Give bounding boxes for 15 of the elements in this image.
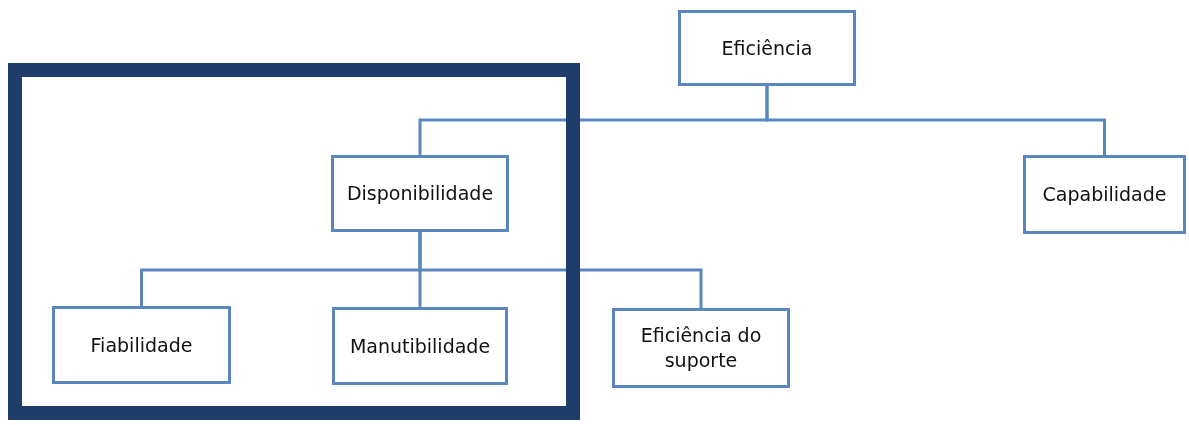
box-label: Disponibilidade (345, 181, 495, 207)
process-box (331, 155, 509, 232)
box-label: Manutibilidade (348, 333, 492, 359)
process-box (52, 306, 231, 384)
connector-line (765, 86, 1106, 155)
connector-line (418, 232, 703, 308)
box-label: Fiabilidade (89, 332, 194, 358)
box-label: Eficiência (720, 35, 814, 61)
process-box (678, 10, 856, 86)
process-box (332, 307, 508, 385)
box-label: Eficiência do suporte (639, 323, 763, 373)
box-label: Capabilidade (1041, 182, 1168, 208)
process-box (1023, 155, 1186, 234)
group-frame (8, 63, 580, 420)
process-box (612, 308, 790, 388)
